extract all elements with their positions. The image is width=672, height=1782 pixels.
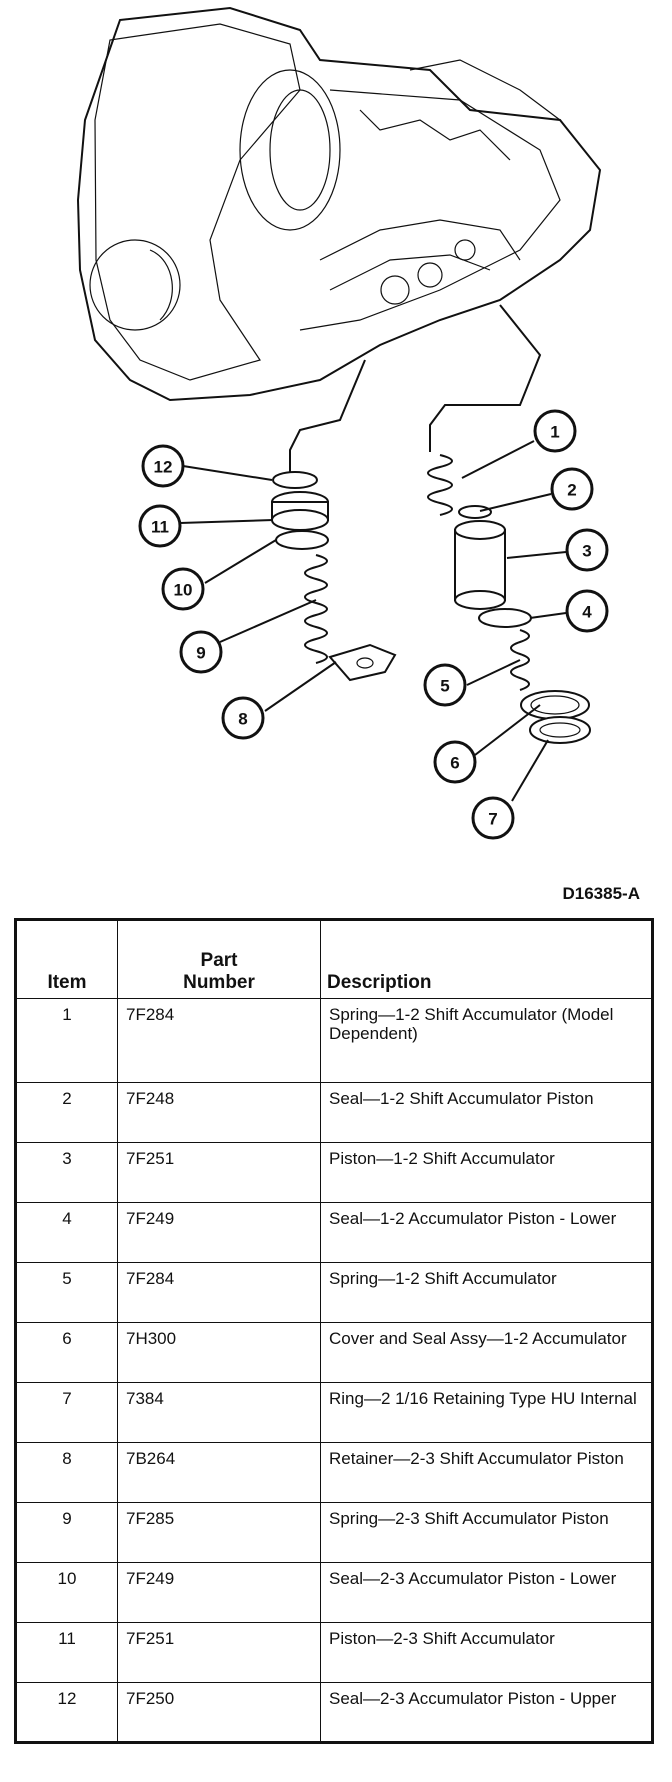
- callout-3: 3: [565, 528, 609, 572]
- description-cell: Piston—1-2 Shift Accumulator: [320, 1142, 653, 1203]
- part-number-cell: 7384: [117, 1382, 321, 1443]
- description-cell: Spring—1-2 Shift Accumulator: [320, 1262, 653, 1323]
- svg-text:2: 2: [567, 481, 576, 500]
- part-number-cell: 7F251: [117, 1622, 321, 1683]
- part-number-cell: 7F284: [117, 1262, 321, 1323]
- table-row: 1 7F284 Spring—1-2 Shift Accumulator (Mo…: [15, 998, 653, 1083]
- table-row: 8 7B264 Retainer—2-3 Shift Accumulator P…: [15, 1442, 653, 1503]
- description-cell: Ring—2 1/16 Retaining Type HU Internal: [320, 1382, 653, 1443]
- svg-text:7: 7: [488, 810, 497, 829]
- item-cell: 8: [15, 1442, 118, 1503]
- part-number-cell: 7F250: [117, 1682, 321, 1743]
- routing-line-right: [429, 304, 542, 452]
- part-number-cell: 7B264: [117, 1442, 321, 1503]
- parts-table: Item Part Number Description 1 7F284 Spr…: [14, 918, 654, 1744]
- item-cell: 6: [15, 1322, 118, 1383]
- table-row: 5 7F284 Spring—1-2 Shift Accumulator: [15, 1262, 653, 1323]
- description-cell: Seal—2-3 Accumulator Piston - Upper: [320, 1682, 653, 1743]
- right-accumulator-stack: [427, 454, 591, 744]
- description-cell: Piston—2-3 Shift Accumulator: [320, 1622, 653, 1683]
- callout-11: 11: [138, 504, 182, 548]
- svg-text:1: 1: [550, 423, 559, 442]
- svg-text:9: 9: [196, 644, 205, 663]
- description-cell: Seal—1-2 Shift Accumulator Piston: [320, 1082, 653, 1143]
- part-number-cell: 7F249: [117, 1562, 321, 1623]
- callout-4: 4: [565, 589, 609, 633]
- table-row: 3 7F251 Piston—1-2 Shift Accumulator: [15, 1142, 653, 1203]
- header-description: Description: [320, 919, 653, 999]
- callout-9: 9: [179, 630, 223, 674]
- part-number-cell: 7H300: [117, 1322, 321, 1383]
- header-item: Item: [15, 919, 118, 999]
- svg-text:4: 4: [582, 603, 592, 622]
- header-part-line2: Number: [183, 972, 255, 993]
- description-cell: Retainer—2-3 Shift Accumulator Piston: [320, 1442, 653, 1503]
- header-part-line1: Part: [200, 950, 238, 971]
- item-cell: 4: [15, 1202, 118, 1263]
- item-cell: 11: [15, 1622, 118, 1683]
- description-cell: Seal—2-3 Accumulator Piston - Lower: [320, 1562, 653, 1623]
- exploded-view-diagram: 1 2 3 4 5 6 7 8 9 10 11 12: [76, 6, 609, 840]
- item-cell: 1: [15, 998, 118, 1083]
- item-cell: 9: [15, 1502, 118, 1563]
- svg-text:6: 6: [450, 754, 459, 773]
- callout-1: 1: [533, 409, 577, 453]
- description-cell: Seal—1-2 Accumulator Piston - Lower: [320, 1202, 653, 1263]
- description-cell: Spring—2-3 Shift Accumulator Piston: [320, 1502, 653, 1563]
- table-row: 12 7F250 Seal—2-3 Accumulator Piston - U…: [15, 1682, 653, 1743]
- callout-2: 2: [550, 467, 594, 511]
- item-cell: 5: [15, 1262, 118, 1323]
- callout-7: 7: [471, 796, 515, 840]
- transmission-case-illustration: [76, 6, 602, 402]
- part-number-cell: 7F285: [117, 1502, 321, 1563]
- callout-6: 6: [433, 740, 477, 784]
- svg-text:11: 11: [151, 518, 169, 537]
- callout-12: 12: [141, 444, 185, 488]
- routing-line-left: [289, 359, 366, 478]
- svg-text:10: 10: [174, 581, 193, 600]
- part-number-cell: 7F249: [117, 1202, 321, 1263]
- item-cell: 12: [15, 1682, 118, 1743]
- callout-8: 8: [221, 696, 265, 740]
- table-row: 11 7F251 Piston—2-3 Shift Accumulator: [15, 1622, 653, 1683]
- table-header-row: Item Part Number Description: [15, 919, 653, 999]
- item-cell: 2: [15, 1082, 118, 1143]
- callout-5: 5: [423, 663, 467, 707]
- description-cell: Cover and Seal Assy—1-2 Accumulator: [320, 1322, 653, 1383]
- description-cell: Spring—1-2 Shift Accumulator (Model Depe…: [320, 998, 653, 1083]
- svg-text:5: 5: [440, 677, 449, 696]
- table-row: 6 7H300 Cover and Seal Assy—1-2 Accumula…: [15, 1322, 653, 1383]
- part-number-cell: 7F284: [117, 998, 321, 1083]
- table-row: 9 7F285 Spring—2-3 Shift Accumulator Pis…: [15, 1502, 653, 1563]
- callout-10: 10: [161, 567, 205, 611]
- header-part-number: Part Number: [117, 919, 321, 999]
- svg-text:12: 12: [154, 458, 173, 477]
- svg-text:8: 8: [238, 710, 247, 729]
- part-number-cell: 7F248: [117, 1082, 321, 1143]
- table-row: 4 7F249 Seal—1-2 Accumulator Piston - Lo…: [15, 1202, 653, 1263]
- svg-text:3: 3: [582, 542, 591, 561]
- table-row: 7 7384 Ring—2 1/16 Retaining Type HU Int…: [15, 1382, 653, 1443]
- part-number-cell: 7F251: [117, 1142, 321, 1203]
- left-accumulator-stack: [271, 471, 397, 682]
- item-cell: 7: [15, 1382, 118, 1443]
- item-cell: 10: [15, 1562, 118, 1623]
- figure-id-label: D16385-A: [562, 884, 641, 903]
- item-cell: 3: [15, 1142, 118, 1203]
- table-row: 2 7F248 Seal—1-2 Shift Accumulator Pisto…: [15, 1082, 653, 1143]
- leader-lines: [179, 440, 567, 802]
- table-row: 10 7F249 Seal—2-3 Accumulator Piston - L…: [15, 1562, 653, 1623]
